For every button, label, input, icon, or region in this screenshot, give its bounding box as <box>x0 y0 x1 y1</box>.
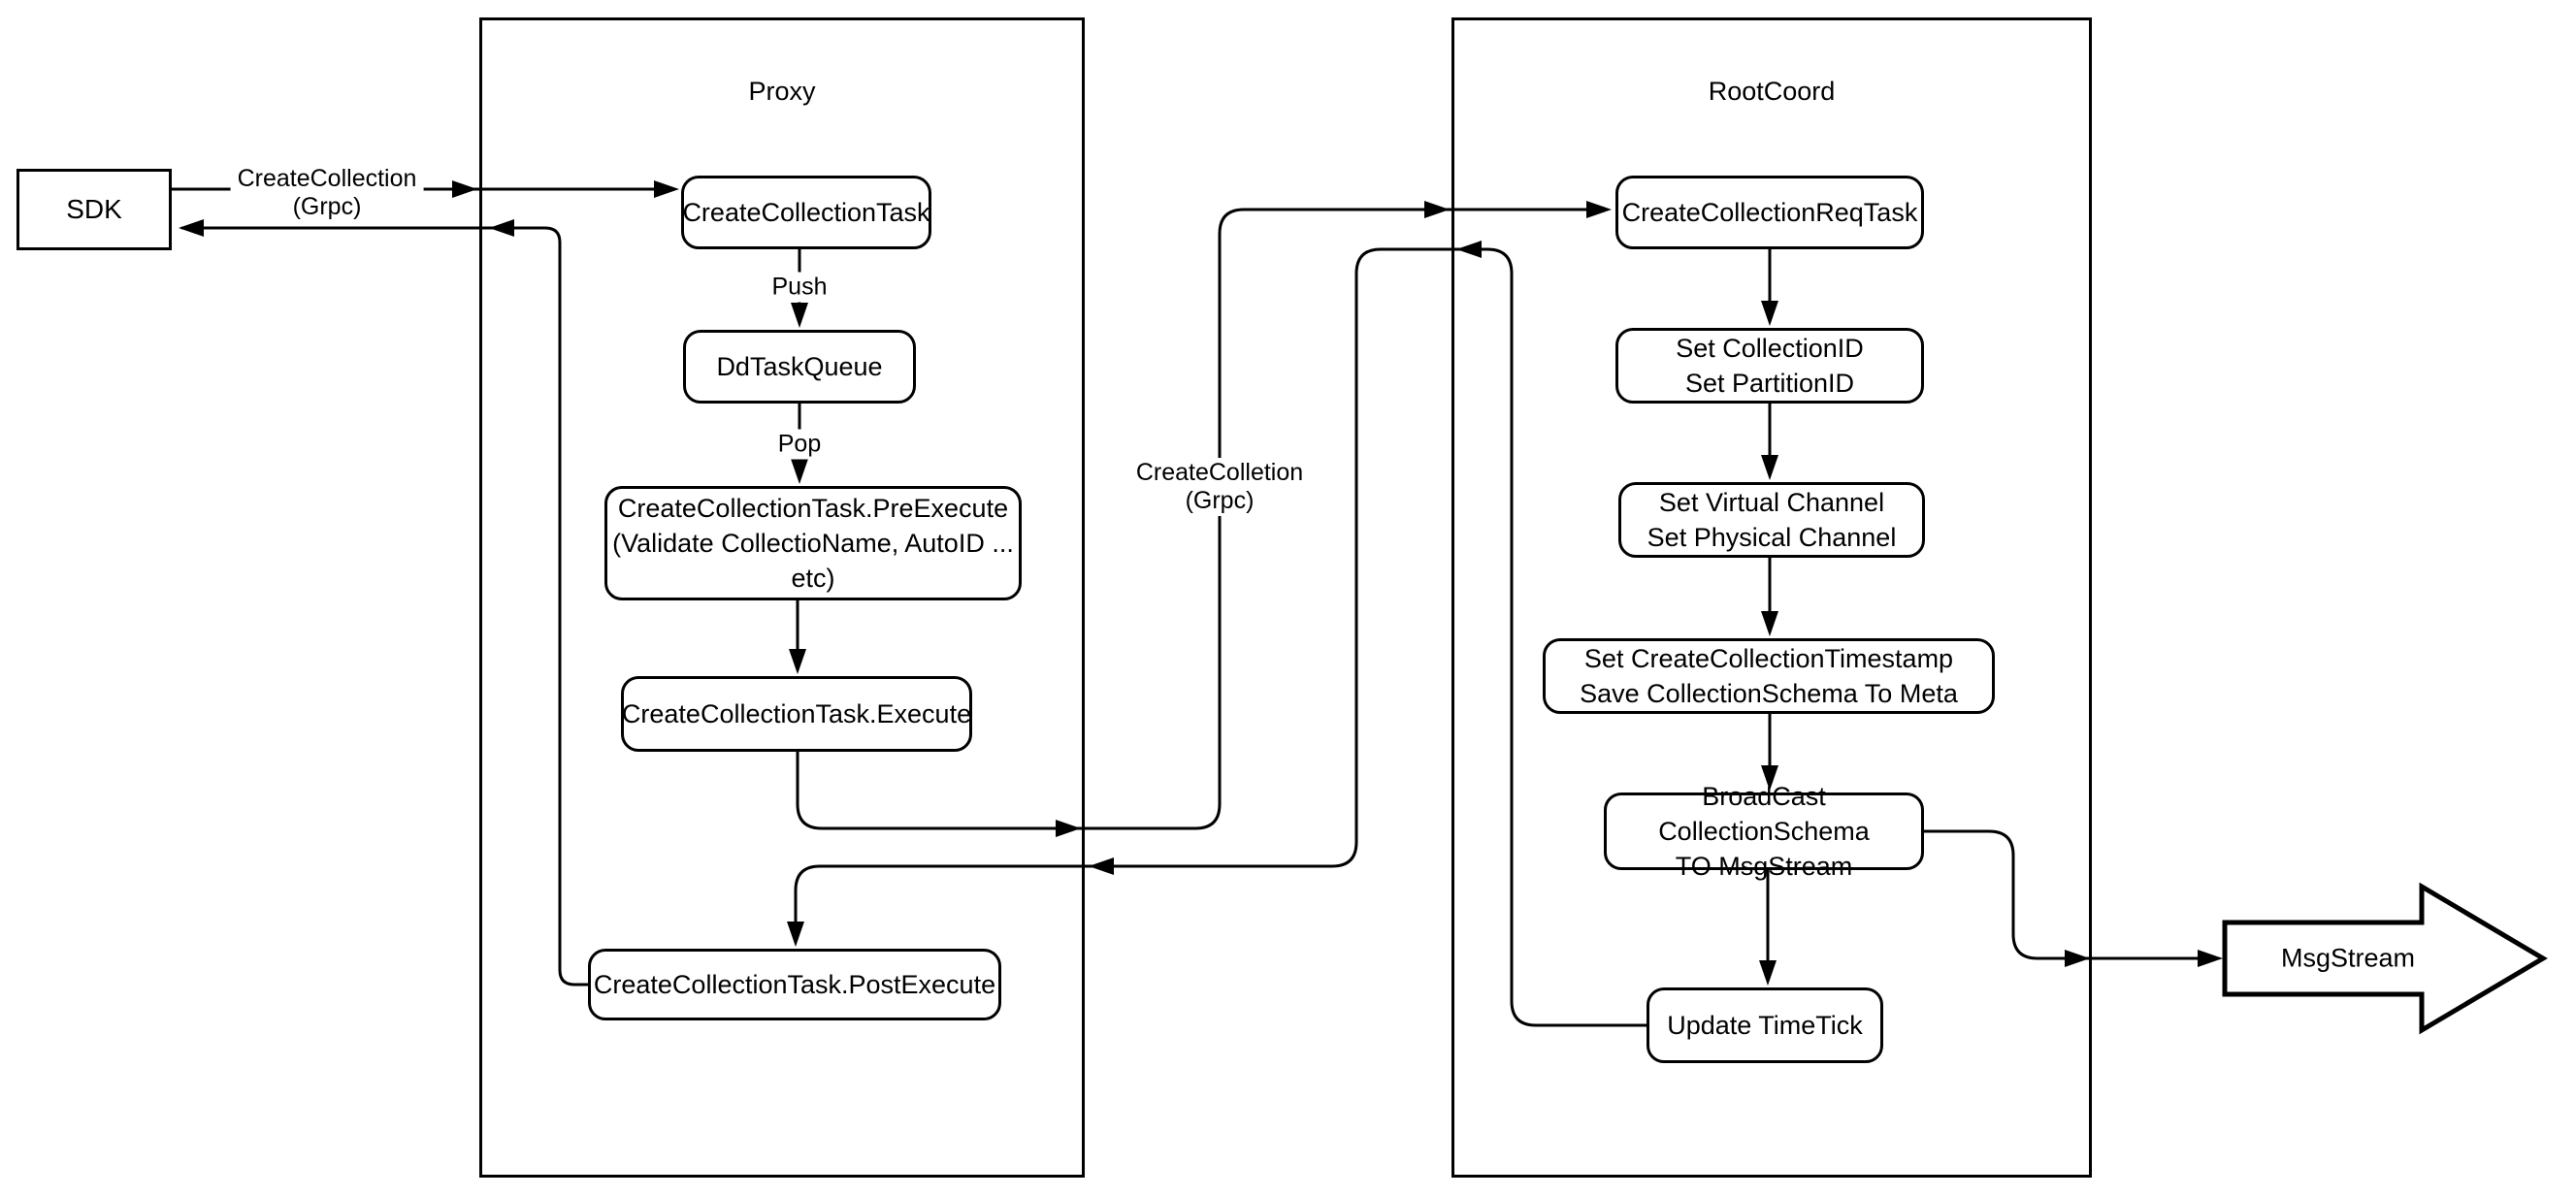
arrowheads <box>179 180 2223 986</box>
node-execute: CreateCollectionTask.Execute <box>621 676 972 752</box>
node-post-execute: CreateCollectionTask.PostExecute <box>588 949 1001 1020</box>
node-create-collection-req-task: CreateCollectionReqTask <box>1615 176 1924 249</box>
node-set-timestamp: Set CreateCollectionTimestamp Save Colle… <box>1543 638 1995 714</box>
node-set-ids: Set CollectionID Set PartitionID <box>1615 328 1924 404</box>
edge-label-rpc: CreateColletion (Grpc) <box>1128 458 1311 516</box>
node-set-channels: Set Virtual Channel Set Physical Channel <box>1618 482 1925 558</box>
edge-response-to-sdk <box>180 226 590 987</box>
sdk-box: SDK <box>16 169 172 250</box>
node-update-timetick: Update TimeTick <box>1647 987 1883 1063</box>
msgstream-arrow <box>2222 882 2548 1035</box>
edge-label-sdk-request: CreateCollection (Grpc) <box>230 164 424 222</box>
proxy-title: Proxy <box>748 77 816 106</box>
edge-rpc-call <box>796 208 1608 830</box>
container-rootcoord: RootCoord <box>1451 17 2092 1178</box>
node-dd-task-queue: DdTaskQueue <box>683 330 916 404</box>
edge-to-msgstream <box>1922 829 2217 960</box>
edge-label-pop: Pop <box>770 429 829 460</box>
rootcoord-title: RootCoord <box>1708 77 1836 106</box>
msgstream-label: MsgStream <box>2280 943 2416 973</box>
container-proxy: Proxy <box>479 17 1085 1178</box>
edge-timetick-response <box>794 247 1648 1027</box>
edge-label-push: Push <box>765 272 834 303</box>
sdk-label: SDK <box>66 194 122 224</box>
node-pre-execute: CreateCollectionTask.PreExecute (Validat… <box>604 486 1022 600</box>
node-create-collection-task: CreateCollectionTask <box>681 176 931 249</box>
node-broadcast: BroadCast CollectionSchema TO MsgStream <box>1604 782 1924 881</box>
